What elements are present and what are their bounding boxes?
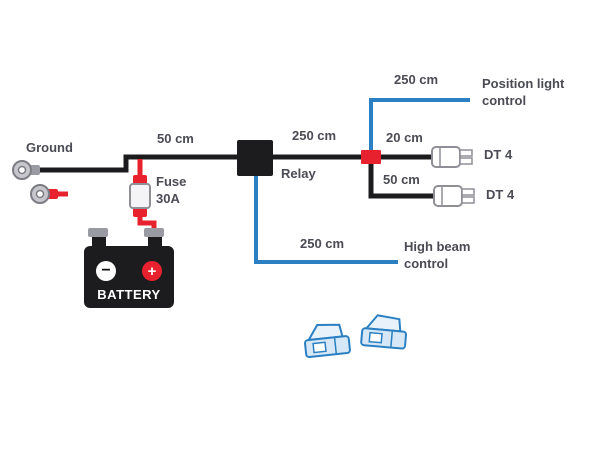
measure-high-beam: 250 cm [300, 236, 345, 251]
dt4-connector-lower-icon [433, 185, 475, 207]
ground-label: Ground [26, 140, 73, 155]
position-light-control-label: Position light control [482, 76, 565, 108]
quick-splice-connector-icon [360, 314, 408, 350]
relay-label: Relay [281, 166, 316, 181]
dt4-connector-upper-icon [431, 146, 473, 168]
battery-plus-sign: + [147, 263, 157, 280]
battery-plus-terminal-icon [142, 261, 162, 281]
battery-icon [84, 228, 174, 308]
battery-minus-sign: − [101, 262, 111, 279]
junction-connector [361, 150, 381, 164]
relay-box [237, 140, 273, 176]
dt4-lower-label: DT 4 [486, 187, 515, 202]
measure-dt4-lower: 50 cm [383, 172, 420, 187]
dt4-lower-wire [368, 160, 436, 199]
high-beam-wire [254, 175, 398, 264]
quick-splice-connector-icon [304, 323, 351, 359]
fuse-icon [129, 175, 151, 217]
measure-main-run: 250 cm [292, 128, 337, 143]
dt4-upper-label: DT 4 [484, 147, 513, 162]
ground-ring-terminal-icon [12, 160, 40, 180]
high-beam-control-label: High beam control [404, 239, 471, 271]
battery-ring-terminal-icon [30, 184, 68, 204]
measure-position-branch: 250 cm [394, 72, 439, 87]
battery-label: BATTERY [97, 287, 161, 302]
fuse-label: Fuse 30A [156, 174, 187, 206]
measure-ground-run: 50 cm [157, 131, 194, 146]
battery-minus-terminal-icon [96, 261, 116, 281]
measure-dt4-upper: 20 cm [386, 130, 423, 145]
position-light-wire [369, 98, 470, 152]
ground-wire [38, 154, 240, 173]
